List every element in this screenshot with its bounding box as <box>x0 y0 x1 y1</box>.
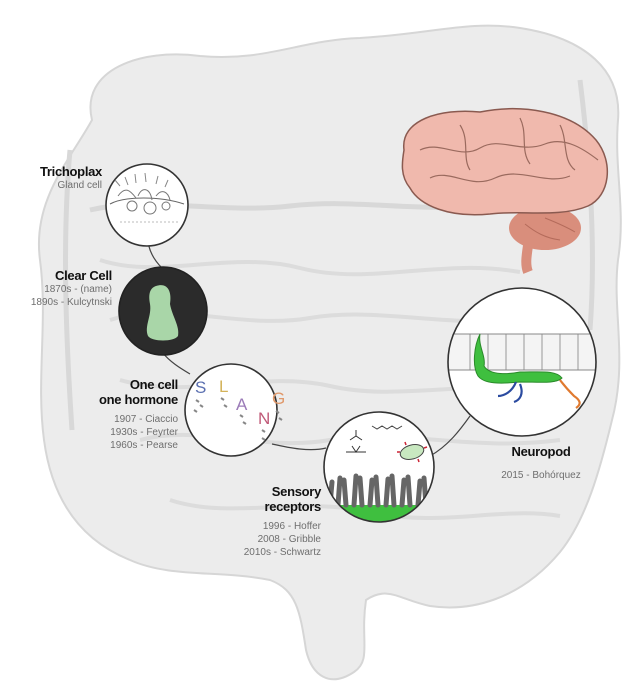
one-cell-label: One cell one hormone 1907 - Ciaccio 1930… <box>70 377 178 452</box>
one-cell-sub-1: 1907 - Ciaccio <box>70 413 178 426</box>
clear-cell-title: Clear Cell <box>14 268 112 283</box>
neuropod-title: Neuropod <box>486 444 596 459</box>
sensory-title-1: Sensory <box>214 484 321 499</box>
slang-letter-a: A <box>236 395 248 414</box>
sensory-sub-3: 2010s - Schwartz <box>214 546 321 559</box>
trichoplax-label: Trichoplax Gland cell <box>30 164 102 192</box>
sensory-label: Sensory receptors 1996 - Hoffer 2008 - G… <box>214 484 321 559</box>
neuropod-label: Neuropod 2015 - Bohórquez <box>486 444 596 482</box>
sensory-sub-2: 2008 - Gribble <box>214 533 321 546</box>
slang-letter-n: N <box>258 409 270 428</box>
slang-letter-g: G <box>272 389 285 408</box>
one-cell-title-1: One cell <box>70 377 178 392</box>
clear-cell-label: Clear Cell 1870s - (name) 1890s - Kulcyt… <box>14 268 112 309</box>
clear-cell-node <box>119 267 207 355</box>
one-cell-sub-2: 1930s - Feyrter <box>70 426 178 439</box>
neuropod-sub: 2015 - Bohórquez <box>486 469 596 482</box>
trichoplax-node <box>106 164 188 246</box>
clear-cell-sub-1: 1870s - (name) <box>14 283 112 296</box>
neuropod-node <box>448 288 598 436</box>
sensory-title-2: receptors <box>214 499 321 514</box>
trichoplax-title: Trichoplax <box>30 164 102 179</box>
one-cell-sub-3: 1960s - Pearse <box>70 439 178 452</box>
one-cell-title-2: one hormone <box>70 392 178 407</box>
slang-letter-l: L <box>219 377 228 396</box>
slang-letter-s: S <box>195 378 206 397</box>
trichoplax-sub: Gland cell <box>30 179 102 192</box>
sensory-sub-1: 1996 - Hoffer <box>214 520 321 533</box>
clear-cell-sub-2: 1890s - Kulcytnski <box>14 296 112 309</box>
